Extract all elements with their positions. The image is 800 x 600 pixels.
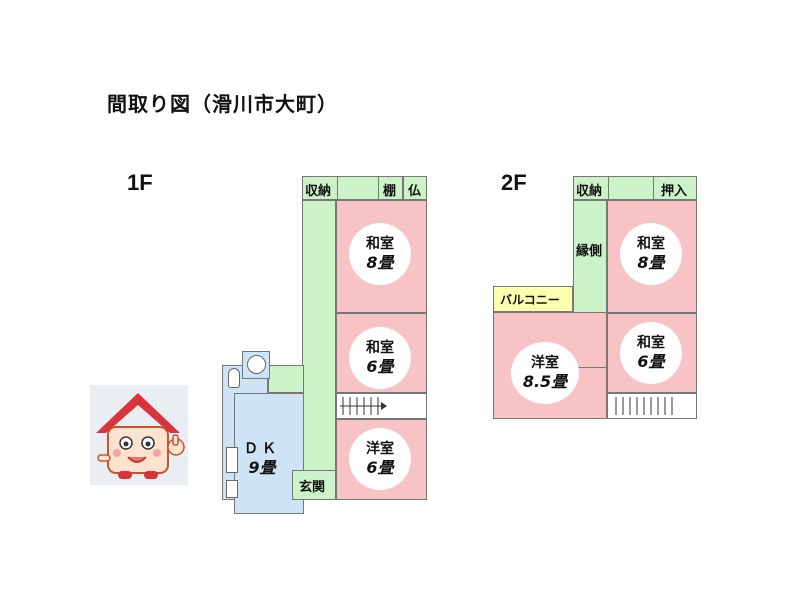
f1-altar-label: 仏 [408, 184, 422, 199]
room-name: 和室 [366, 340, 394, 356]
f2-balcony-label: バルコニー [500, 293, 560, 307]
f1-shelf-label: 棚 [383, 184, 397, 199]
room-size: 6畳 [366, 357, 394, 376]
room-name: ＤＫ [244, 441, 280, 457]
f2-closet-top [653, 176, 697, 200]
floor-1-label: 1F [127, 170, 153, 195]
stove-icon [226, 447, 238, 473]
f1-entrance [292, 470, 336, 500]
f1-entrance-label: 玄関 [299, 480, 326, 495]
f1-altar [403, 176, 427, 200]
f1-shelf [378, 176, 403, 200]
f1-corridor-connector [268, 365, 304, 393]
f2-storage [573, 176, 609, 200]
f1-dk-badge: ＤＫ 9畳 [231, 428, 293, 490]
room-size: 9畳 [248, 458, 276, 477]
room-name: 和室 [637, 236, 665, 252]
f2-washitsu-6-badge: 和室 6畳 [620, 322, 682, 384]
house-mascot-icon [90, 385, 188, 485]
room-size: 6畳 [366, 458, 394, 477]
f1-stairs [336, 393, 427, 419]
f2-veranda [573, 200, 607, 313]
f2-balcony [493, 286, 573, 312]
sink-icon [226, 480, 238, 498]
f1-storage-label: 収納 [305, 184, 332, 199]
f2-stairs [607, 393, 697, 419]
page-title: 間取り図（滑川市大町） [107, 92, 338, 116]
room-name: 洋室 [366, 441, 394, 457]
room-size: 6畳 [637, 352, 665, 371]
f1-corridor [302, 200, 336, 500]
f2-closet-top-label: 押入 [661, 184, 688, 199]
f2-storage-label: 収納 [576, 184, 603, 199]
room-name: 和室 [637, 335, 665, 351]
room-size: 8畳 [366, 253, 394, 272]
room-name: 洋室 [531, 355, 559, 371]
toilet-icon [228, 368, 240, 388]
f2-veranda-label: 縁側 [576, 244, 603, 259]
floor-2-label: 2F [501, 170, 527, 195]
washbasin-icon [247, 355, 266, 374]
room-size: 8畳 [637, 253, 665, 272]
f1-washitsu-8-badge: 和室 8畳 [349, 223, 411, 285]
room-name: 和室 [366, 236, 394, 252]
f2-youshitsu-85-badge: 洋室 8.5畳 [511, 342, 579, 404]
room-size: 8.5畳 [522, 372, 568, 391]
f1-youshitsu-6-badge: 洋室 6畳 [349, 428, 411, 490]
f1-storage [302, 176, 338, 200]
f2-washitsu-8-badge: 和室 8畳 [620, 223, 682, 285]
f1-washitsu-6-badge: 和室 6畳 [349, 327, 411, 389]
